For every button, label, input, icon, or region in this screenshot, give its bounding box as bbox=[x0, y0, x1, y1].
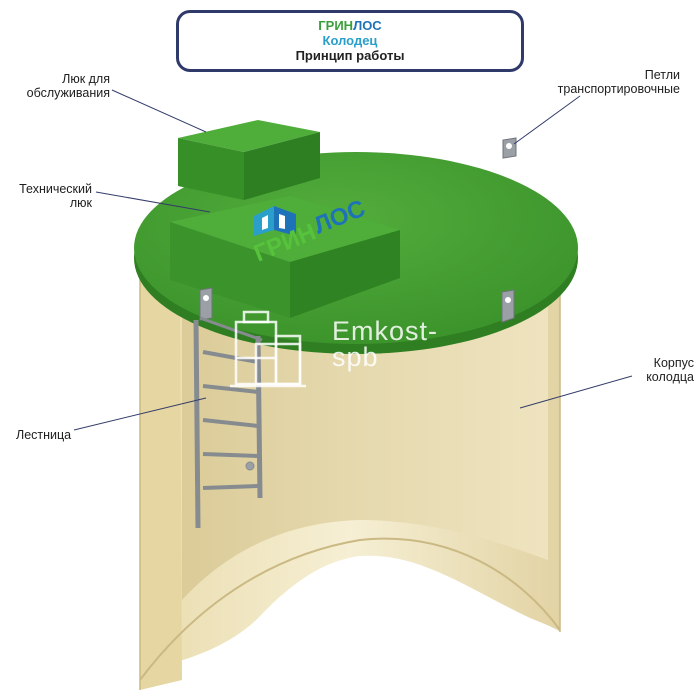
lifting-loop-right bbox=[501, 289, 515, 323]
label-ladder: Лестница bbox=[16, 428, 72, 442]
logo-icon bbox=[254, 206, 296, 236]
service-hatch bbox=[178, 120, 320, 200]
label-tech-hatch: Технический люк bbox=[8, 182, 92, 210]
label-tech-hatch-line-1: Технический bbox=[19, 182, 92, 196]
label-service-hatch: Люк для обслуживания bbox=[18, 72, 110, 100]
brand-green-text: ГРИН bbox=[318, 18, 354, 33]
leader-lines bbox=[73, 89, 633, 431]
lifting-loop-left bbox=[199, 287, 213, 321]
label-lifting-loops: Петли транспортировочные bbox=[548, 68, 680, 96]
leader-lifting-loops bbox=[513, 95, 581, 145]
well-body bbox=[139, 240, 561, 690]
label-lifting-loops-line-1: Петли bbox=[644, 68, 680, 82]
brand-blue-text: ЛОС bbox=[353, 18, 382, 33]
watermark-text: Emkost- spb bbox=[332, 316, 439, 372]
ladder bbox=[193, 316, 263, 529]
subtitle: Колодец bbox=[322, 33, 378, 48]
label-tech-hatch-line-2: люк bbox=[69, 196, 92, 210]
watermark-line-1: Emkost- bbox=[332, 316, 439, 346]
leader-service-hatch bbox=[111, 89, 207, 133]
label-lifting-loops-line-2: транспортировочные bbox=[557, 82, 680, 96]
label-body-line-2: колодца bbox=[646, 370, 694, 384]
leader-body bbox=[519, 375, 633, 409]
label-service-hatch-line-2: обслуживания bbox=[26, 86, 110, 100]
title-box: ГРИНЛОС Колодец Принцип работы bbox=[176, 10, 524, 72]
leader-ladder bbox=[73, 397, 207, 431]
lifting-loop-back bbox=[502, 137, 517, 159]
label-service-hatch-line-1: Люк для bbox=[62, 72, 110, 86]
label-body: Корпус колодца bbox=[610, 356, 694, 384]
leader-tech-hatch bbox=[95, 191, 211, 213]
watermark-icon bbox=[230, 310, 306, 388]
label-body-line-1: Корпус bbox=[653, 356, 694, 370]
watermark-line-2: spb bbox=[332, 342, 379, 372]
caption: Принцип работы bbox=[295, 48, 405, 63]
brand-title: ГРИНЛОС bbox=[179, 18, 521, 33]
